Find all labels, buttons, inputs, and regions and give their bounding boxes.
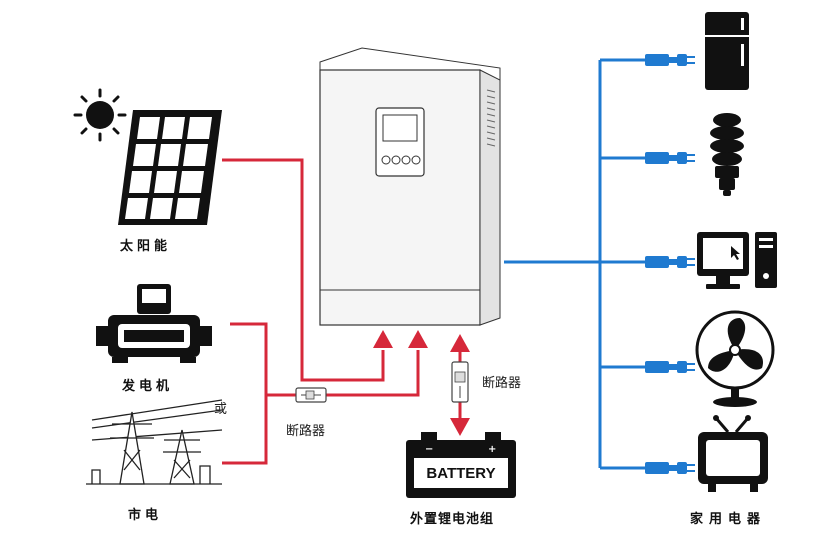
plug-icon xyxy=(645,256,695,268)
breaker-line-out xyxy=(326,350,420,397)
tv-icon xyxy=(698,415,768,492)
inverter-icon xyxy=(319,47,501,326)
generator-icon xyxy=(96,284,212,363)
or-label: 或 xyxy=(214,402,228,417)
power-tower-icon xyxy=(86,399,223,485)
breaker-left-icon xyxy=(295,387,327,403)
fan-icon xyxy=(695,310,775,407)
arrow-up-grid xyxy=(408,330,428,348)
appliances-label: 家用电器 xyxy=(690,512,767,527)
computer-icon xyxy=(697,232,777,289)
generator-label: 发电机 xyxy=(122,379,174,394)
arrow-down-battery xyxy=(450,418,470,436)
svg-text:+: + xyxy=(488,444,496,455)
plug-icon xyxy=(645,361,695,373)
plug-icon xyxy=(645,152,695,164)
plug-icon xyxy=(645,54,695,66)
solar-line xyxy=(222,158,385,382)
breaker-right-icon xyxy=(451,361,469,403)
grid-label: 市电 xyxy=(128,508,163,523)
breaker-left-label: 断路器 xyxy=(286,424,326,439)
solar-label: 太阳能 xyxy=(120,239,172,254)
bulb-icon xyxy=(710,113,744,196)
generator-line xyxy=(222,322,268,465)
arrow-up-battery xyxy=(450,334,470,352)
fridge-icon xyxy=(705,12,749,90)
sun-icon xyxy=(73,88,127,142)
arrows xyxy=(373,330,470,436)
battery-label-text: BATTERY xyxy=(426,465,495,482)
plug-icon xyxy=(645,462,695,474)
battery-icon: − + xyxy=(406,432,516,498)
solar-panel-icon xyxy=(118,110,222,225)
breaker-right-label: 断路器 xyxy=(482,376,522,391)
plug-icons xyxy=(645,54,695,474)
svg-text:−: − xyxy=(425,444,433,455)
battery-caption: 外置锂电池组 xyxy=(410,512,495,527)
arrow-up-solar xyxy=(373,330,393,348)
